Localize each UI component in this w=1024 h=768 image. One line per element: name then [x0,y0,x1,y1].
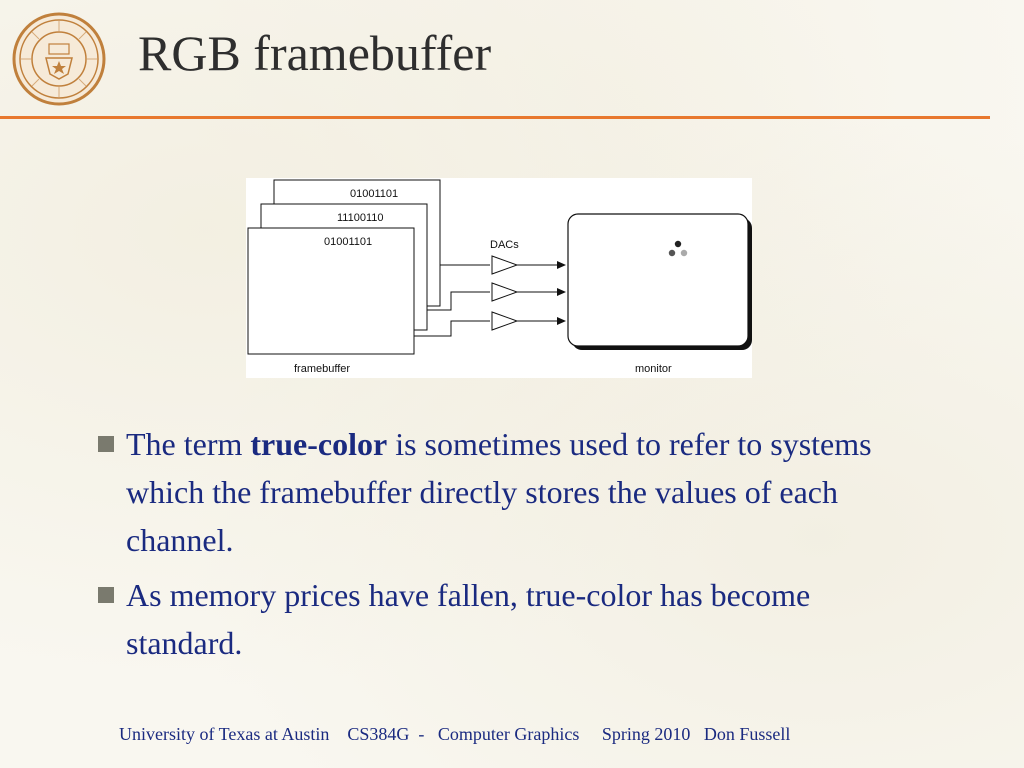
bits-middle: 11100110 [337,212,384,224]
bullet-1-post: is sometimes used to refer to systems wh… [126,426,872,558]
bullet-item-memory-prices: As memory prices have fallen, true-color… [96,571,926,667]
rgb-framebuffer-diagram: 01001101 11100110 01001101 DACs framebuf… [246,178,752,378]
university-seal-icon [12,12,106,106]
monitor-label: monitor [635,363,672,375]
square-bullet-icon [98,587,114,603]
title-divider [0,116,990,119]
monitor-screen [567,213,749,347]
slide-title: RGB framebuffer [138,25,492,81]
square-bullet-icon [98,436,114,452]
bullet-list: The term true-color is sometimes used to… [96,420,926,674]
pixel-dot-right [680,249,688,257]
bullet-2-text: As memory prices have fallen, true-color… [126,577,811,661]
bullet-item-true-color: The term true-color is sometimes used to… [96,420,926,564]
pixel-dot-left [668,249,676,257]
bits-front: 01001101 [324,236,372,248]
bits-back: 01001101 [350,188,398,200]
pixel-dot-top [674,240,682,248]
framebuffer-label: framebuffer [294,363,350,375]
dac-1-icon [491,255,519,275]
dac-3-icon [491,311,519,331]
dac-2-icon [491,282,519,302]
bullet-1-pre: The term [126,426,251,462]
slide-footer: University of Texas at Austin CS384G - C… [119,724,791,744]
framebuffer-plane-front [247,227,415,355]
dacs-label: DACs [490,239,519,251]
bullet-1-term: true-color [250,426,388,462]
